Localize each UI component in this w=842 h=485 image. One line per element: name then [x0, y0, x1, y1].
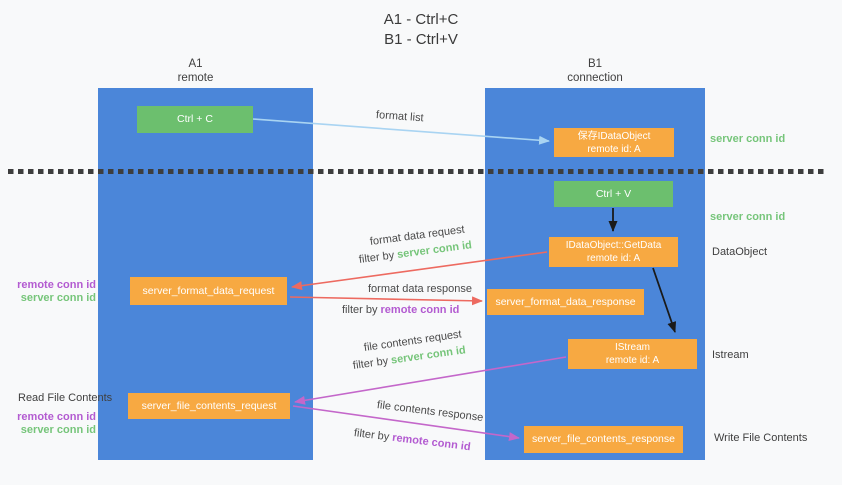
- lane-b1-name: B1: [587, 58, 603, 70]
- node-format-response-label: server_format_data_response: [495, 295, 636, 308]
- lane-b1-subtitle: connection: [567, 72, 623, 84]
- node-ctrl-v: Ctrl + V: [554, 181, 673, 207]
- label-remote-conn-id-left-bottom: remote conn id: [17, 411, 96, 423]
- arrow-format-list: [252, 118, 550, 145]
- node-save-idataobject: 保存IDataObject remote id: A: [554, 128, 674, 157]
- label-istream: Istream: [712, 349, 749, 361]
- edge-label-format-data-response: format data response: [368, 283, 472, 295]
- label-server-conn-id-right-top: server conn id: [710, 133, 786, 145]
- node-ctrl-c: Ctrl + C: [137, 106, 253, 133]
- label-server-conn-id-right-mid: server conn id: [710, 211, 786, 223]
- lane-a1-name: A1: [188, 58, 203, 70]
- title-line-ctrl-v: B1 - Ctrl+V: [384, 31, 458, 48]
- lane-a1-subtitle: remote: [177, 72, 214, 84]
- node-server-file-contents-request: server_file_contents_request: [128, 393, 290, 419]
- arrow-file-contents-request: [294, 356, 567, 405]
- node-getdata-line2: remote id: A: [586, 253, 641, 264]
- node-istream-line1: IStream: [614, 342, 650, 353]
- label-write-file-contents: Write File Contents: [714, 432, 808, 444]
- node-server-format-data-request: server_format_data_request: [130, 277, 287, 305]
- diagram-title: A1 - Ctrl+C B1 - Ctrl+V: [0, 10, 842, 50]
- node-istream-line2: remote id: A: [605, 355, 660, 366]
- edge-label-format-data-response-filter: filter by remote conn id: [342, 304, 459, 316]
- node-file-response-label: server_file_contents_response: [531, 433, 675, 445]
- node-file-request-label: server_file_contents_request: [141, 399, 277, 412]
- node-idataobject-getdata: IDataObject::GetData remote id: A: [549, 237, 678, 267]
- arrow-format-data-response: [289, 296, 483, 306]
- node-ctrl-v-label: Ctrl + V: [595, 187, 632, 200]
- node-format-request-label: server_format_data_request: [142, 284, 275, 297]
- label-read-file-contents: Read File Contents: [18, 392, 113, 404]
- node-save-idataobject-line1: 保存IDataObject: [577, 130, 651, 142]
- label-dataobject: DataObject: [712, 246, 768, 258]
- node-istream: IStream remote id: A: [568, 339, 697, 369]
- arrow-file-contents-response: [292, 405, 520, 442]
- node-ctrl-c-label: Ctrl + C: [177, 113, 213, 125]
- label-server-conn-id-left-bottom: server conn id: [20, 424, 96, 436]
- arrow-getdata-to-istream: [652, 267, 677, 333]
- remote-conn-id-key: remote conn id: [380, 304, 460, 316]
- arrow-format-data-request: [291, 251, 548, 291]
- title-line-ctrl-c: A1 - Ctrl+C: [383, 11, 459, 28]
- label-remote-conn-id-left-top: remote conn id: [17, 279, 96, 291]
- label-server-conn-id-left-top: server conn id: [20, 292, 96, 304]
- node-server-file-contents-response: server_file_contents_response: [524, 426, 683, 453]
- node-getdata-line1: IDataObject::GetData: [565, 240, 662, 251]
- filter-by-text: filter by: [342, 304, 381, 316]
- lane-header-b1: B1 connection: [485, 57, 705, 85]
- node-save-idataobject-line2: remote id: A: [587, 143, 641, 155]
- node-server-format-data-response: server_format_data_response: [487, 289, 644, 315]
- lane-header-a1: A1 remote: [88, 57, 303, 85]
